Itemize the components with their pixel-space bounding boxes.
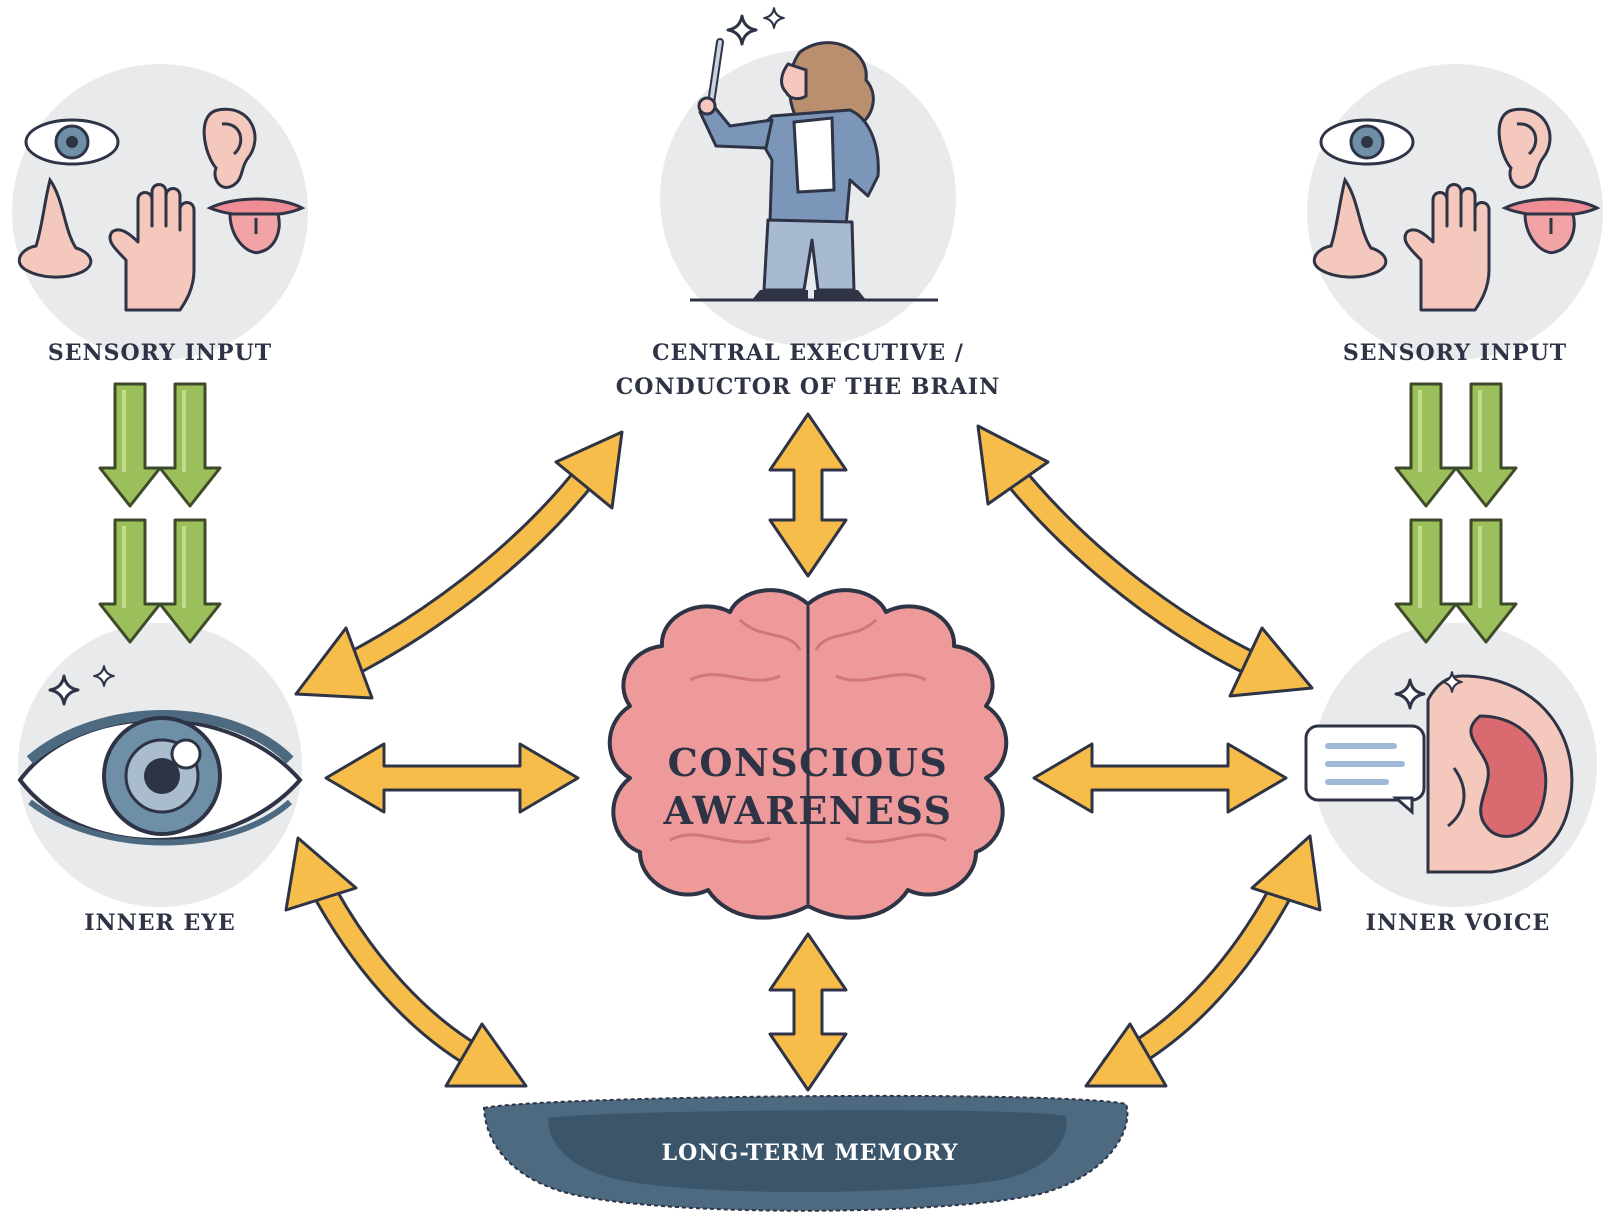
inner-eye-label: INNER EYE <box>84 910 236 936</box>
long-term-memory-shape <box>482 1094 1129 1212</box>
brain-icon <box>607 588 1009 920</box>
sensory-arrows-left <box>98 382 222 644</box>
arrow-eye-brain <box>324 742 580 814</box>
arrow-brain-memory <box>768 932 848 1092</box>
arrowhead <box>1084 1022 1168 1088</box>
sensory-input-right-label: SENSORY INPUT <box>1342 340 1568 366</box>
yellow-arrows <box>324 412 1288 1092</box>
sparkle-icon <box>763 7 785 29</box>
central-executive-label-line2: CONDUCTOR OF THE BRAIN <box>615 374 1001 400</box>
arrowhead <box>554 430 624 510</box>
conscious-awareness-line2: AWARENESS <box>663 788 953 833</box>
arrowhead <box>1250 834 1322 912</box>
long-term-memory-label: LONG-TERM MEMORY <box>661 1140 959 1166</box>
sensory-arrows-right <box>1394 382 1518 644</box>
arrowhead <box>294 626 374 700</box>
inner-voice-label: INNER VOICE <box>1365 910 1551 936</box>
arrow-brain-voice <box>1032 742 1288 814</box>
arrow-executive-brain <box>768 412 848 578</box>
arrowhead <box>444 1022 528 1088</box>
sensory-input-left-label: SENSORY INPUT <box>47 340 273 366</box>
arrowhead <box>284 836 358 912</box>
conductor-icon <box>690 38 938 302</box>
sparkle-icon <box>726 14 758 46</box>
inner-eye-icon <box>17 710 303 846</box>
arrowhead <box>1228 626 1314 698</box>
conscious-awareness-line1: CONSCIOUS <box>667 740 949 785</box>
central-executive-label-line1: CENTRAL EXECUTIVE / <box>652 340 964 366</box>
inner-voice-icon <box>1304 674 1574 874</box>
curved-arrow-heads <box>284 424 1322 1088</box>
arrowhead <box>976 424 1050 506</box>
